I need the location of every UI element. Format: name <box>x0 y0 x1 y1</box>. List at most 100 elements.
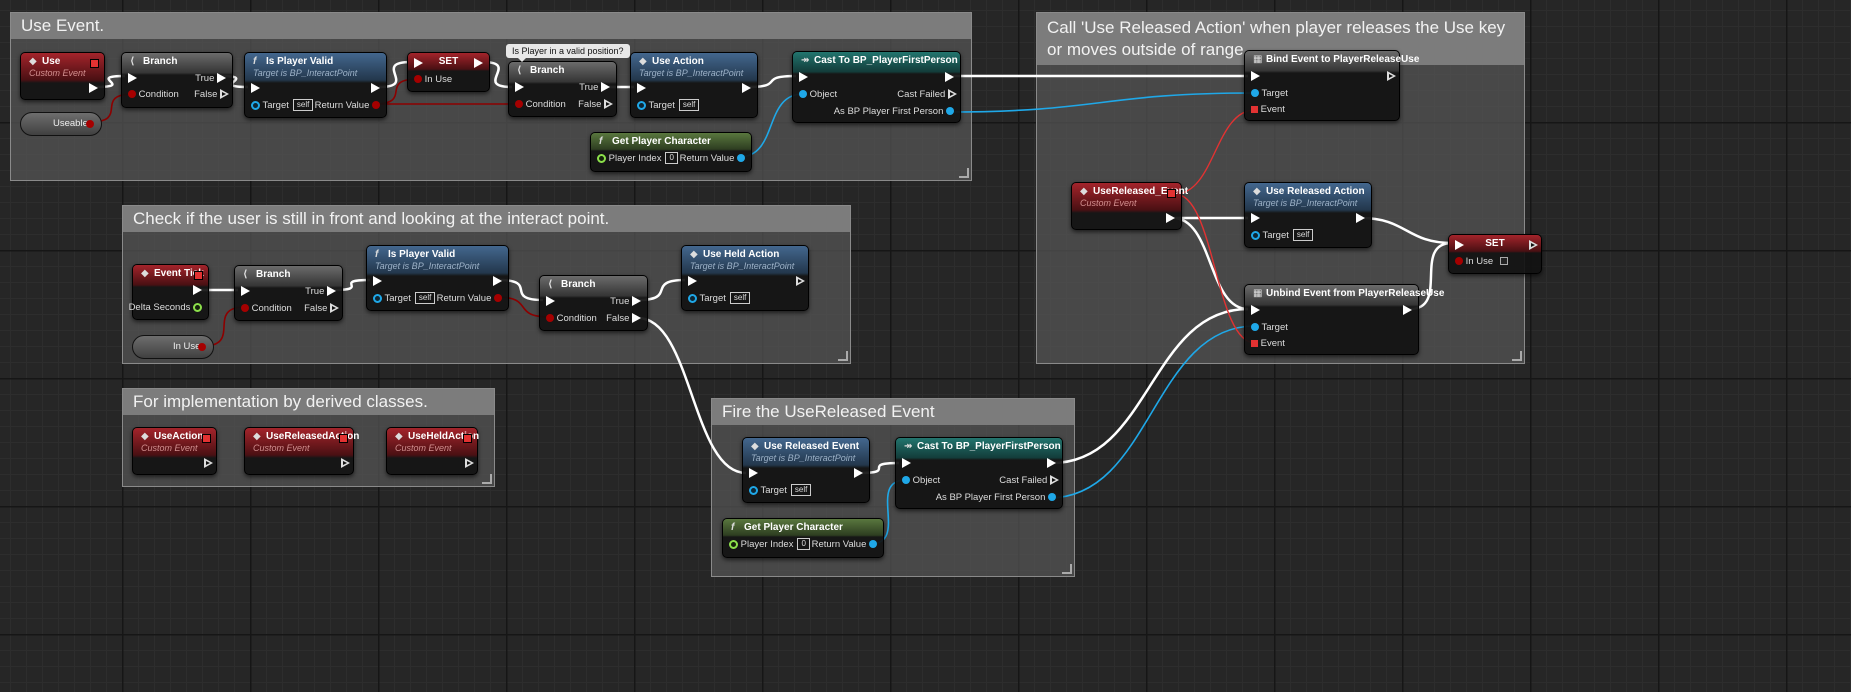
exec-in-pin[interactable] <box>546 296 555 307</box>
object-pin[interactable] <box>799 90 807 99</box>
target-pin[interactable] <box>1251 323 1259 332</box>
resize-handle[interactable] <box>482 474 492 484</box>
exec-out-pin[interactable] <box>854 468 863 479</box>
target-pin[interactable] <box>251 100 260 110</box>
set-in-use-node-2[interactable]: SET In Use <box>1448 234 1542 274</box>
exec-out-pin[interactable] <box>742 83 751 94</box>
condition-pin[interactable] <box>515 100 523 109</box>
exec-out-pin[interactable] <box>1403 305 1412 316</box>
event-tick-node[interactable]: ◆Event Tick Delta Seconds <box>129 264 209 320</box>
useable-variable-getter[interactable]: Useable <box>20 112 102 136</box>
cast-to-player-node-2[interactable]: ↠Cast To BP_PlayerFirstPerson Object Cas… <box>895 437 1063 509</box>
exec-out-pin[interactable] <box>474 58 483 69</box>
target-pin[interactable] <box>637 100 646 110</box>
condition-pin[interactable] <box>546 314 554 323</box>
exec-in-pin[interactable] <box>1251 71 1260 82</box>
cast-failed-pin[interactable] <box>948 89 957 100</box>
exec-in-pin[interactable] <box>1251 305 1260 316</box>
exec-in-pin[interactable] <box>128 73 137 84</box>
true-exec-pin[interactable] <box>632 296 641 307</box>
delegate-pin[interactable] <box>194 271 203 280</box>
player-index-pin[interactable] <box>729 539 738 549</box>
delegate-pin[interactable] <box>463 434 472 443</box>
bind-event-node[interactable]: ▦Bind Event to PlayerReleaseUse Target E… <box>1244 50 1419 121</box>
true-exec-pin[interactable] <box>601 82 610 93</box>
exec-in-pin[interactable] <box>373 276 382 287</box>
set-in-use-node-1[interactable]: SET In Use <box>407 52 490 92</box>
target-pin[interactable] <box>373 293 382 303</box>
object-pin[interactable] <box>902 476 910 485</box>
exec-in-pin[interactable] <box>688 276 697 287</box>
cast-to-player-node-1[interactable]: ↠Cast To BP_PlayerFirstPerson Object Cas… <box>792 51 961 123</box>
as-player-pin[interactable] <box>946 107 954 116</box>
exec-out-pin[interactable] <box>945 72 954 83</box>
unbind-event-node[interactable]: ▦Unbind Event from PlayerReleaseUse Targ… <box>1244 284 1444 355</box>
as-player-pin[interactable] <box>1048 493 1056 502</box>
exec-in-pin[interactable] <box>241 286 250 297</box>
return-value-pin[interactable] <box>494 294 502 303</box>
branch-node-4[interactable]: ⟨Branch True Condition False <box>539 275 648 331</box>
exec-out-pin[interactable] <box>1356 213 1365 224</box>
condition-pin[interactable] <box>241 304 249 313</box>
exec-out-pin[interactable] <box>341 458 350 469</box>
target-pin[interactable] <box>1251 89 1259 98</box>
false-exec-pin[interactable] <box>330 303 339 314</box>
exec-in-pin[interactable] <box>515 82 524 93</box>
delegate-pin[interactable] <box>90 59 99 68</box>
exec-out-pin[interactable] <box>493 276 502 287</box>
target-self-box[interactable]: self <box>292 99 314 112</box>
branch-node-3[interactable]: ⟨Branch True Condition False <box>234 265 343 321</box>
exec-out-pin[interactable] <box>89 83 98 94</box>
exec-in-pin[interactable] <box>799 72 808 83</box>
branch-node-2[interactable]: ⟨Branch True Condition False <box>508 61 617 117</box>
target-self-box[interactable]: self <box>678 99 700 112</box>
target-pin[interactable] <box>1251 230 1260 240</box>
resize-handle[interactable] <box>959 168 969 178</box>
player-index-input[interactable]: 0 <box>665 152 678 165</box>
true-exec-pin[interactable] <box>327 286 336 297</box>
exec-in-pin[interactable] <box>637 83 646 94</box>
target-self-box[interactable]: self <box>729 292 751 305</box>
exec-out-pin[interactable] <box>204 458 213 469</box>
delegate-pin[interactable] <box>202 434 211 443</box>
exec-out-pin[interactable] <box>371 83 380 94</box>
delegate-pin[interactable] <box>339 434 348 443</box>
exec-in-pin[interactable] <box>902 458 911 469</box>
exec-in-pin[interactable] <box>1251 213 1260 224</box>
resize-handle[interactable] <box>1512 351 1522 361</box>
target-self-box[interactable]: self <box>1292 229 1314 242</box>
false-exec-pin[interactable] <box>604 99 613 110</box>
in-use-checkbox[interactable] <box>1499 257 1508 266</box>
target-pin[interactable] <box>688 293 697 303</box>
exec-out-pin[interactable] <box>465 458 474 469</box>
target-self-box[interactable]: self <box>414 292 436 305</box>
exec-out-pin[interactable] <box>1166 213 1175 224</box>
resize-handle[interactable] <box>838 351 848 361</box>
exec-out-pin[interactable] <box>1387 71 1396 82</box>
in-use-variable-getter[interactable]: In Use <box>132 335 214 359</box>
branch-node-1[interactable]: ⟨Branch True Condition False <box>121 52 233 108</box>
in-use-pin[interactable] <box>414 75 422 84</box>
return-value-pin[interactable] <box>869 540 877 549</box>
return-value-pin[interactable] <box>372 101 380 110</box>
cast-failed-pin[interactable] <box>1050 475 1059 486</box>
false-exec-pin[interactable] <box>220 89 229 100</box>
exec-in-pin[interactable] <box>749 468 758 479</box>
exec-out-pin[interactable] <box>193 285 202 296</box>
bool-out-pin[interactable] <box>198 343 206 351</box>
delta-seconds-pin[interactable] <box>193 302 202 312</box>
exec-in-pin[interactable] <box>414 58 423 69</box>
in-use-pin[interactable] <box>1455 257 1463 266</box>
